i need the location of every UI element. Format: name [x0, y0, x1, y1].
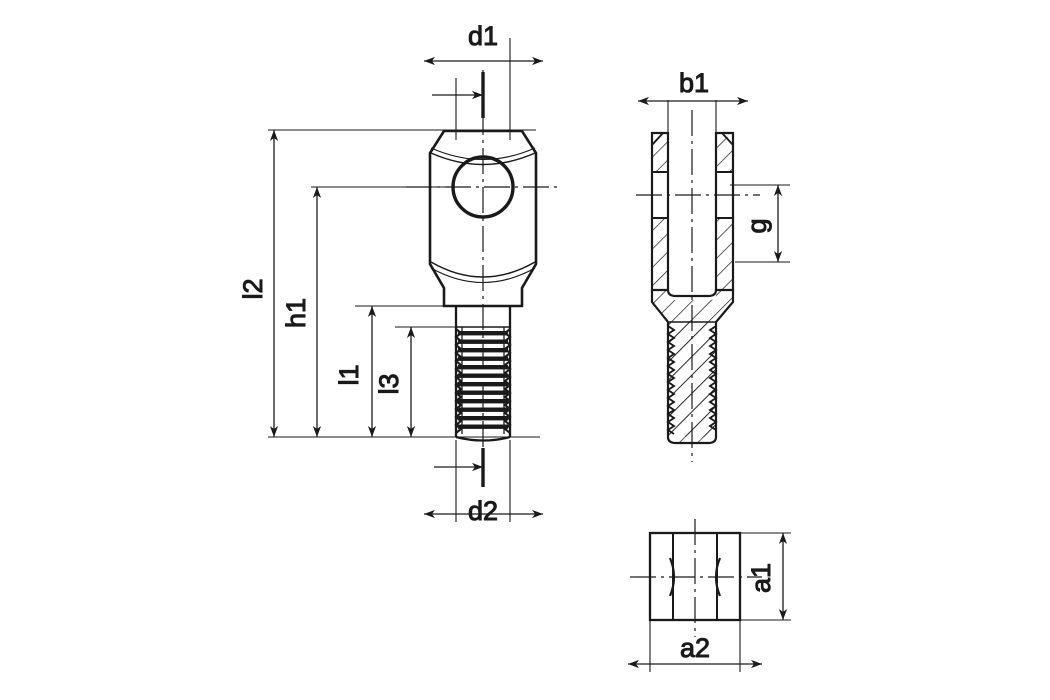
dimension-h1: h1 — [281, 186, 455, 437]
dimension-d2: d2 — [424, 440, 543, 527]
dimension-label-l2: l2 — [238, 278, 268, 299]
top-plan-view-group: a1 a2 — [628, 519, 791, 672]
dimension-b1: b1 — [638, 68, 748, 150]
side-view-group: d1 d2 l2 h1 l1 — [238, 21, 560, 527]
dimension-g: g — [730, 184, 790, 263]
fork-slot-bottom — [666, 289, 718, 298]
dimension-label-g: g — [742, 218, 772, 233]
dimension-d1: d1 — [424, 21, 543, 140]
dimension-label-d1: d1 — [468, 21, 498, 51]
dimension-l2: l2 — [238, 129, 540, 438]
fork-prong-left — [650, 131, 670, 292]
dimension-a1: a1 — [740, 532, 791, 621]
dimension-a2: a2 — [628, 620, 762, 672]
dimension-label-b1: b1 — [679, 68, 709, 98]
dimension-label-l1: l1 — [334, 364, 364, 385]
dimension-label-h1: h1 — [281, 298, 311, 328]
dimension-l1: l1 — [334, 305, 444, 437]
fork-prong-right — [714, 131, 735, 292]
dimension-label-a1: a1 — [746, 563, 776, 593]
dimension-label-l3: l3 — [374, 373, 404, 394]
dimension-l3: l3 — [374, 326, 456, 437]
dimension-label-d2: d2 — [468, 496, 498, 526]
dimension-label-a2: a2 — [680, 633, 710, 663]
front-section-view-group: b1 g — [636, 68, 790, 462]
